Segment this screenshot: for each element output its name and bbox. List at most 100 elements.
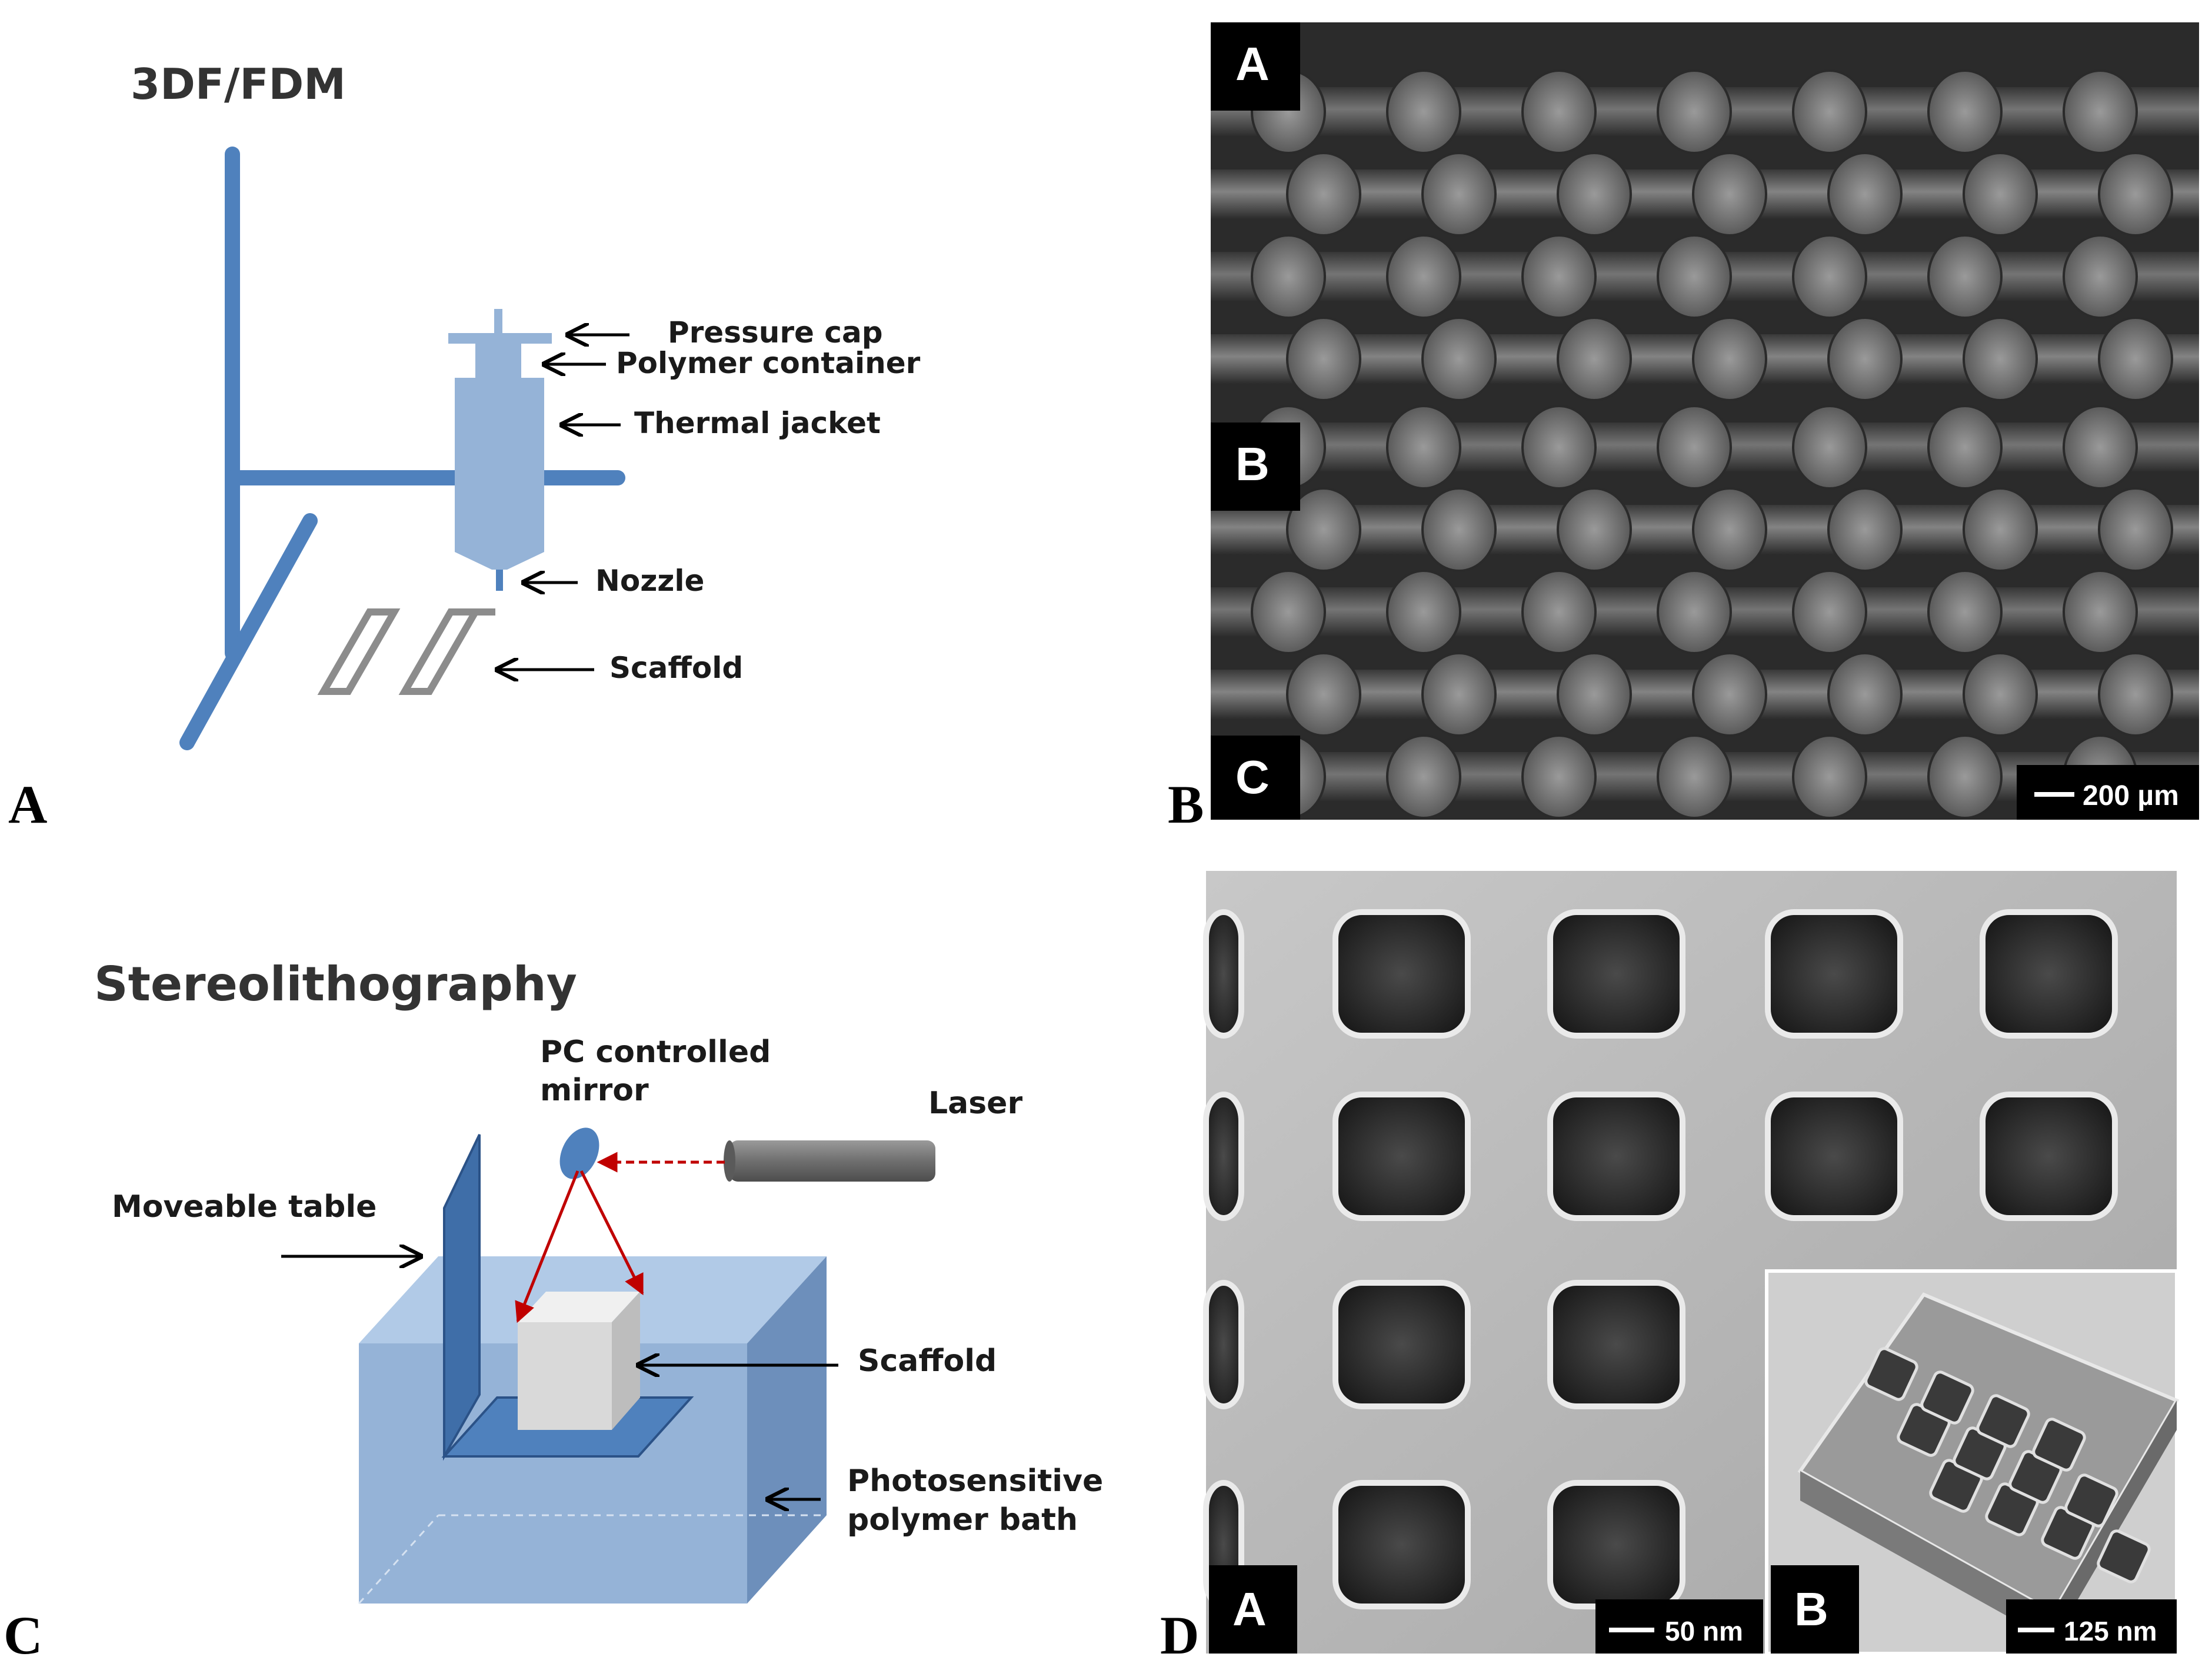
filament-end (1692, 487, 1767, 572)
sla-scaffold-block (518, 1292, 640, 1430)
panel-c-title: Stereolithography (94, 957, 577, 1012)
filament-end (1657, 234, 1732, 319)
filament-end (2098, 487, 2173, 572)
scale-bar-d-inset: 125 nm (2006, 1599, 2177, 1654)
inset-cell (1920, 1370, 1974, 1425)
filament-end (1421, 317, 1497, 401)
filament-end (1386, 69, 1461, 154)
pressure-cap-stem (494, 309, 502, 336)
filament-end (2098, 152, 2173, 237)
lattice-pore (1332, 1280, 1471, 1409)
lattice-pore (1332, 1480, 1471, 1609)
label-bath-line1: Photosensitive (847, 1463, 1103, 1499)
label-scaffold-c: Scaffold (858, 1343, 997, 1379)
label-laser: Laser (928, 1086, 1022, 1121)
filament-end (1927, 405, 2003, 490)
filament-end (1521, 570, 1597, 654)
filament-end (1421, 152, 1497, 237)
sublabel-b-b: B (1235, 438, 1270, 490)
label-mirror-line2: mirror (540, 1073, 649, 1108)
filament-end (1286, 652, 1361, 737)
inset-lattice-cells (1864, 1347, 2151, 1583)
panel-a-arrows (497, 335, 629, 670)
pc-controlled-mirror (559, 1127, 599, 1179)
label-polymer-container: Polymer container (616, 346, 921, 380)
filament-end (1827, 487, 1903, 572)
filament-end (1521, 405, 1597, 490)
filament-end (1386, 405, 1461, 490)
filament-end (1251, 234, 1326, 319)
filament-end (1386, 570, 1461, 654)
bath-side (747, 1256, 827, 1604)
pressure-cap (448, 333, 552, 344)
filament-end (1557, 317, 1632, 401)
filament-end (1286, 152, 1361, 237)
filament-end (1521, 734, 1597, 819)
filament-end (1521, 234, 1597, 319)
filament-end (1827, 652, 1903, 737)
scale-bar-b: 200 µm (2017, 765, 2199, 820)
filament-end (1827, 152, 1903, 237)
label-moveable-table: Moveable table (112, 1189, 377, 1225)
lattice-pores (1203, 909, 2118, 1609)
label-pressure-cap: Pressure cap (668, 315, 882, 350)
filament-end (2098, 317, 2173, 401)
filament-end (1792, 734, 1867, 819)
lattice-pore (1547, 909, 1685, 1039)
filament-end (1692, 317, 1767, 401)
laser-body (729, 1140, 935, 1182)
panel-b-sublabels: A B C (1211, 22, 1300, 820)
filament-end (2063, 234, 2138, 319)
lattice-pore (1203, 909, 1244, 1039)
filament-end (1657, 69, 1732, 154)
filament-end (1927, 734, 2003, 819)
label-mirror-line1: PC controlled (540, 1034, 771, 1070)
filament-end (2098, 652, 2173, 737)
lattice-pore (1980, 909, 2118, 1039)
panel-a-title: 3DF/FDM (131, 59, 346, 109)
inset-cell (2064, 1473, 2118, 1528)
filament-end (1927, 570, 2003, 654)
filament-end (2063, 69, 2138, 154)
filament-end (1421, 487, 1497, 572)
filament-end (1286, 487, 1361, 572)
filament-end (1692, 652, 1767, 737)
lattice-pore (1547, 1092, 1685, 1221)
sublabel-b-c: C (1235, 751, 1270, 803)
filament-end (1386, 234, 1461, 319)
label-thermal-jacket: Thermal jacket (634, 406, 881, 440)
panel-letter-c: C (4, 1605, 42, 1665)
filament-end (1251, 570, 1326, 654)
filament-end (1792, 405, 1867, 490)
scale-bar-d-inset-label: 125 nm (2064, 1616, 2157, 1646)
filament-end (1421, 652, 1497, 737)
lattice-pore (1547, 1280, 1685, 1409)
laser-beams (515, 1152, 725, 1323)
inset-cell (1976, 1394, 2030, 1448)
laser (724, 1140, 935, 1182)
filament-end (1286, 317, 1361, 401)
scale-bar-d-main-label: 50 nm (1665, 1616, 1743, 1646)
filament-end (2063, 570, 2138, 654)
lattice-pore (1765, 1092, 1903, 1221)
filament-end (1557, 152, 1632, 237)
filament-end (1557, 487, 1632, 572)
scale-bar-d-main: 50 nm (1595, 1599, 1763, 1654)
nozzle-cone (455, 552, 544, 570)
label-bath-line2: polymer bath (847, 1502, 1078, 1538)
label-scaffold-a: Scaffold (609, 651, 743, 685)
lattice-pore (1203, 1092, 1244, 1221)
filament-end (1827, 317, 1903, 401)
inset-cell (2097, 1529, 2151, 1583)
panel-a-fdm-diagram: 3DF/FDM (8, 59, 921, 834)
moveable-table (441, 1134, 694, 1461)
lattice-pore (1332, 1092, 1471, 1221)
lattice-pore (1980, 1092, 2118, 1221)
panel-letter-d: D (1160, 1605, 1199, 1665)
filament-end (1963, 487, 2038, 572)
filament-end (1792, 570, 1867, 654)
nozzle (496, 570, 503, 591)
lattice-pore (1765, 909, 1903, 1039)
lattice-pore (1332, 909, 1471, 1039)
